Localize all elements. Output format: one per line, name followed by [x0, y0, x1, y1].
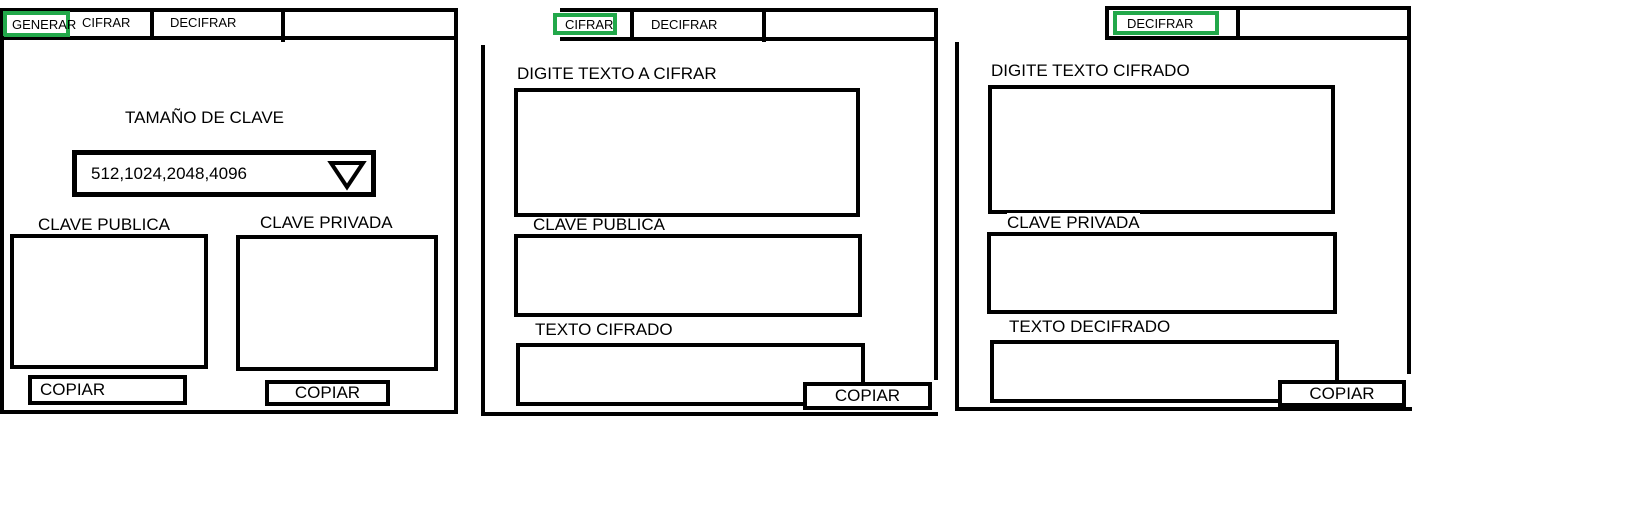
tab-divider	[150, 8, 154, 40]
tab-decifrar-label: DECIFRAR	[651, 17, 718, 32]
tab-cifrar[interactable]: CIFRAR	[82, 15, 130, 30]
panel-left-border	[481, 45, 485, 416]
tab-bar-top	[560, 8, 938, 12]
private-key-label: CLAVE PRIVADA	[260, 213, 393, 232]
ciphertext-textarea[interactable]	[516, 343, 865, 406]
input-label: DIGITE TEXTO CIFRADO	[991, 61, 1190, 80]
tab-bar-bottom	[560, 37, 938, 41]
panel-bottom-border	[0, 410, 458, 414]
copy-button[interactable]: COPIAR	[803, 382, 932, 410]
tab-divider	[762, 8, 766, 42]
panel-left-border	[0, 36, 4, 414]
tab-decifrar[interactable]: DECIFRAR	[1113, 11, 1219, 35]
triangle-down-icon	[327, 161, 367, 191]
plaintext-textarea[interactable]	[514, 88, 860, 217]
tab-generar-label: GENERAR	[12, 16, 77, 32]
private-key-textarea[interactable]	[236, 235, 438, 371]
copy-public-button[interactable]: COPIAR	[28, 375, 187, 405]
panel-generar: GENERAR CIFRAR DECIFRAR TAMAÑO DE CLAVE …	[0, 0, 470, 440]
panel-right-border	[1407, 6, 1411, 374]
copy-private-button[interactable]: COPIAR	[265, 380, 390, 406]
tab-decifrar[interactable]: DECIFRAR	[170, 15, 236, 30]
key-size-value: 512,1024,2048,4096	[91, 163, 247, 183]
panel-right-border	[454, 8, 458, 414]
tab-cifrar[interactable]: CIFRAR	[553, 13, 617, 35]
public-key-label: CLAVE PUBLICA	[38, 215, 170, 234]
copy-button[interactable]: COPIAR	[1278, 380, 1406, 407]
tab-divider	[630, 8, 634, 40]
tab-bar	[0, 8, 458, 40]
panel-cifrar: CIFRAR DECIFRAR DIGITE TEXTO A CIFRAR CL…	[481, 8, 938, 416]
key-size-label: TAMAÑO DE CLAVE	[125, 108, 285, 127]
private-key-label: CLAVE PRIVADA	[1007, 213, 1140, 233]
input-label: DIGITE TEXTO A CIFRAR	[517, 64, 717, 83]
panel-bottom-border	[481, 412, 938, 416]
tab-decifrar-label: DECIFRAR	[1127, 15, 1194, 31]
tab-divider	[281, 8, 285, 42]
panel-decifrar: DECIFRAR DIGITE TEXTO CIFRADO CLAVE PRIV…	[955, 6, 1412, 411]
public-key-label: CLAVE PUBLICA	[533, 215, 665, 234]
public-key-textarea[interactable]	[10, 234, 208, 369]
tab-decifrar[interactable]: DECIFRAR	[651, 17, 717, 32]
output-label: TEXTO DECIFRADO	[1009, 317, 1171, 336]
key-size-select[interactable]: 512,1024,2048,4096	[72, 150, 376, 197]
private-key-textarea[interactable]	[987, 232, 1337, 314]
tab-cifrar-label: CIFRAR	[565, 16, 614, 32]
public-key-textarea[interactable]	[514, 234, 862, 317]
tab-cifrar-label: CIFRAR	[82, 15, 131, 30]
panel-right-border	[934, 8, 938, 380]
tab-decifrar-label: DECIFRAR	[170, 15, 237, 30]
output-label: TEXTO CIFRADO	[535, 320, 673, 339]
panel-bottom-border	[955, 407, 1412, 411]
ciphertext-textarea[interactable]	[988, 85, 1335, 214]
tab-generar[interactable]: GENERAR	[3, 11, 76, 37]
tab-divider	[1236, 6, 1240, 40]
panel-left-border	[955, 42, 959, 411]
